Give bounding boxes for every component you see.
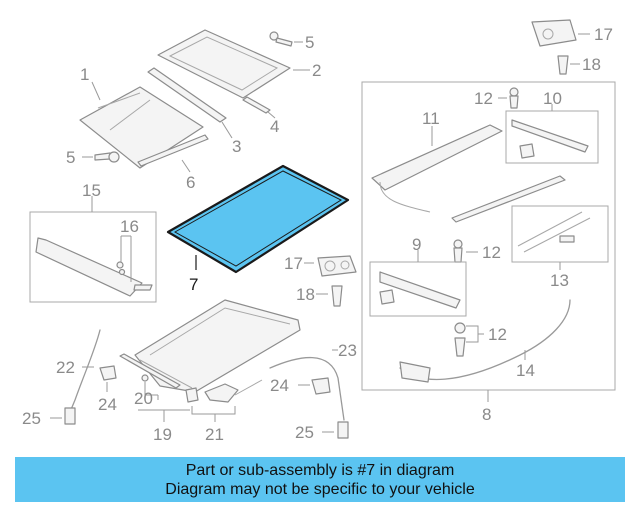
- part-22-drain-tube[interactable]: [69, 329, 101, 413]
- part-18-bolt-top[interactable]: [557, 55, 569, 75]
- part-24-clip-right[interactable]: [311, 377, 331, 395]
- callout-11[interactable]: 11: [422, 109, 440, 128]
- callout-6[interactable]: 6: [186, 173, 195, 192]
- part-1-glass-panel[interactable]: [79, 86, 204, 169]
- part-15-sunshade-front[interactable]: [35, 237, 143, 297]
- part-5-screw-left[interactable]: [94, 151, 120, 163]
- part-9-bracket-box[interactable]: [369, 261, 467, 317]
- part-13-cable-box[interactable]: [511, 205, 609, 263]
- callout-18-top[interactable]: 18: [582, 55, 601, 74]
- part-25-grommet-left[interactable]: [64, 407, 76, 425]
- callout-16[interactable]: 16: [120, 217, 139, 236]
- part-23-drain-tube[interactable]: [269, 356, 345, 421]
- part-20-clip[interactable]: [141, 374, 199, 403]
- callout-15[interactable]: 15: [82, 181, 101, 200]
- part-8-side-rail[interactable]: [451, 175, 566, 223]
- callout-24-left[interactable]: 24: [98, 395, 117, 414]
- callout-22[interactable]: 22: [56, 358, 75, 377]
- part-2-frame[interactable]: [157, 29, 291, 99]
- callout-12-low[interactable]: 12: [488, 325, 507, 344]
- part-15-group-box: [29, 211, 157, 303]
- callout-2[interactable]: 2: [312, 61, 321, 80]
- callout-23[interactable]: 23: [338, 341, 357, 360]
- part-6-deflector-strip[interactable]: [137, 134, 209, 167]
- callout-19[interactable]: 19: [153, 425, 172, 444]
- callout-25-left[interactable]: 25: [22, 409, 41, 428]
- callout-7[interactable]: 7: [189, 275, 198, 294]
- part-18-bolt-mid[interactable]: [331, 285, 343, 307]
- part-7-weatherstrip-seal[interactable]: [166, 164, 350, 274]
- part-17-motor-top[interactable]: [531, 19, 577, 47]
- part-11-guide-rail[interactable]: [371, 124, 503, 213]
- part-24-clip-left[interactable]: [99, 365, 117, 381]
- part-20-rail[interactable]: [119, 353, 181, 389]
- callout-8[interactable]: 8: [482, 405, 491, 424]
- callout-5-left[interactable]: 5: [66, 148, 75, 167]
- callout-12-top[interactable]: 12: [474, 89, 493, 108]
- part-5-screw-top[interactable]: [269, 31, 293, 47]
- part-16-clips[interactable]: [116, 261, 153, 291]
- callout-9[interactable]: 9: [412, 235, 421, 254]
- callout-12-mid[interactable]: 12: [482, 243, 501, 262]
- part-12-bolt-mid[interactable]: [453, 239, 463, 263]
- part-14-drive-cable[interactable]: [399, 299, 571, 383]
- callout-17-top[interactable]: 17: [594, 25, 613, 44]
- callout-25-right[interactable]: 25: [295, 423, 314, 442]
- exploded-parts-diagram: 1 2 3 4 5 5 6 7 15: [22, 19, 616, 444]
- callout-17-mid[interactable]: 17: [284, 254, 303, 273]
- banner-line-1: Part or sub-assembly is #7 in diagram: [185, 462, 455, 479]
- callout-14[interactable]: 14: [516, 361, 535, 380]
- callout-5-top[interactable]: 5: [305, 33, 314, 52]
- banner-line-2: Diagram may not be specific to your vehi…: [165, 481, 475, 498]
- part-12-washer-bolt[interactable]: [454, 322, 466, 357]
- callout-10[interactable]: 10: [543, 89, 562, 108]
- callout-24-right[interactable]: 24: [270, 376, 289, 395]
- part-3-seal-strip[interactable]: [147, 67, 227, 123]
- info-banner: Part or sub-assembly is #7 in diagram Di…: [15, 457, 625, 502]
- part-17-motor-mid[interactable]: [317, 255, 357, 277]
- part-21-bracket[interactable]: [204, 379, 263, 403]
- part-19-sunshade-panel[interactable]: [134, 299, 301, 393]
- callout-13[interactable]: 13: [550, 271, 569, 290]
- part-25-grommet-right[interactable]: [337, 421, 349, 439]
- part-10-bracket-box[interactable]: [505, 110, 599, 164]
- callout-21[interactable]: 21: [205, 425, 224, 444]
- callout-20[interactable]: 20: [134, 389, 153, 408]
- callout-4[interactable]: 4: [270, 117, 279, 136]
- callout-1[interactable]: 1: [80, 65, 89, 84]
- callout-3[interactable]: 3: [232, 137, 241, 156]
- callout-18-mid[interactable]: 18: [296, 285, 315, 304]
- part-12-bolt-top[interactable]: [509, 87, 519, 109]
- part-4-rail[interactable]: [242, 96, 271, 114]
